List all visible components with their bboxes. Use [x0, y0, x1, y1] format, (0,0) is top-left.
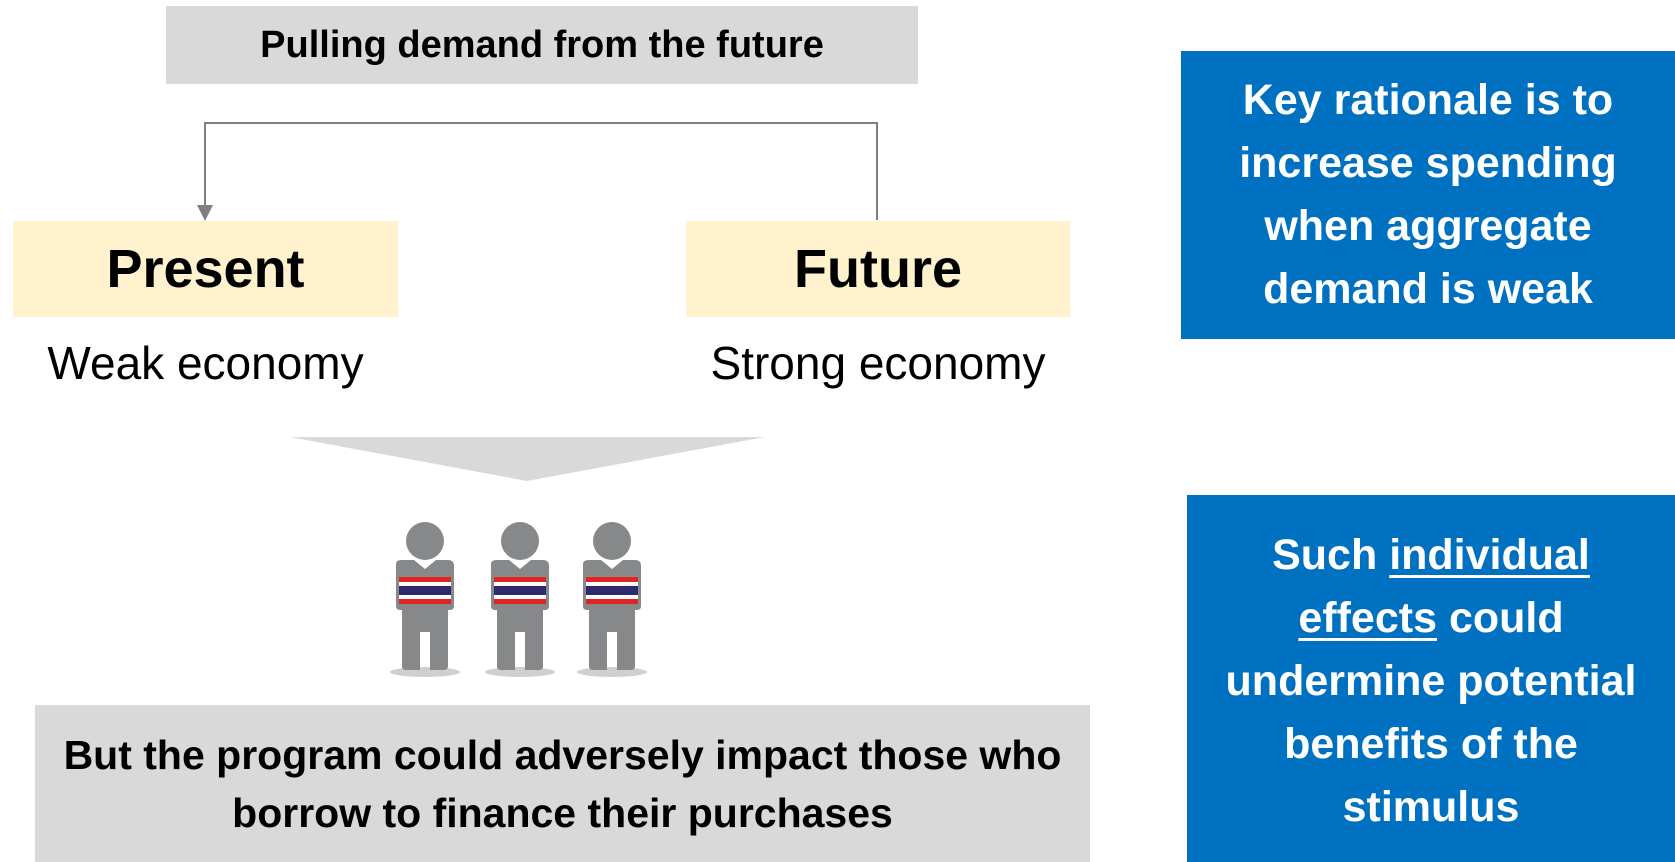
header-box: Pulling demand from the future	[166, 6, 918, 84]
bottom-line-2: borrow to finance their purchases	[232, 789, 893, 836]
effects-underlined-individual: individual	[1389, 531, 1590, 579]
future-box: Future	[686, 221, 1070, 317]
present-caption-text: Weak economy	[47, 337, 364, 389]
future-label: Future	[794, 239, 962, 299]
rationale-line-4: demand is weak	[1263, 265, 1593, 313]
person-thai-flag-icon	[577, 522, 647, 677]
present-label: Present	[106, 239, 305, 299]
rationale-line-1: Key rationale is to	[1242, 76, 1614, 124]
bottom-line-1: But the program could adversely impact t…	[63, 731, 1062, 778]
effects-line-1: Such individual	[1272, 524, 1590, 587]
rationale-box: Key rationale is to increase spending wh…	[1181, 51, 1675, 339]
effects-line-3: undermine potential	[1225, 657, 1637, 705]
effects-line-5: stimulus	[1342, 783, 1520, 831]
effects-line-2: effects could	[1298, 587, 1563, 650]
rationale-line-3: when aggregate	[1264, 202, 1592, 250]
effects-word-could: could	[1437, 594, 1564, 642]
present-caption: Weak economy	[13, 330, 398, 396]
future-caption-text: Strong economy	[710, 337, 1046, 389]
header-title: Pulling demand from the future	[260, 23, 824, 66]
effects-line-4: benefits of the	[1284, 720, 1578, 768]
person-thai-flag-icon	[390, 522, 460, 677]
effects-word-such: Such	[1272, 531, 1390, 579]
effects-underlined-effects: effects	[1298, 594, 1437, 642]
bottom-box: But the program could adversely impact t…	[35, 705, 1090, 862]
rationale-line-2: increase spending	[1239, 139, 1617, 187]
present-box: Present	[13, 221, 398, 317]
people-group	[390, 522, 647, 677]
funnel-shape	[290, 437, 765, 481]
future-caption: Strong economy	[686, 330, 1070, 396]
person-thai-flag-icon	[485, 522, 555, 677]
effects-box: Such individual effects could undermine …	[1187, 495, 1675, 862]
